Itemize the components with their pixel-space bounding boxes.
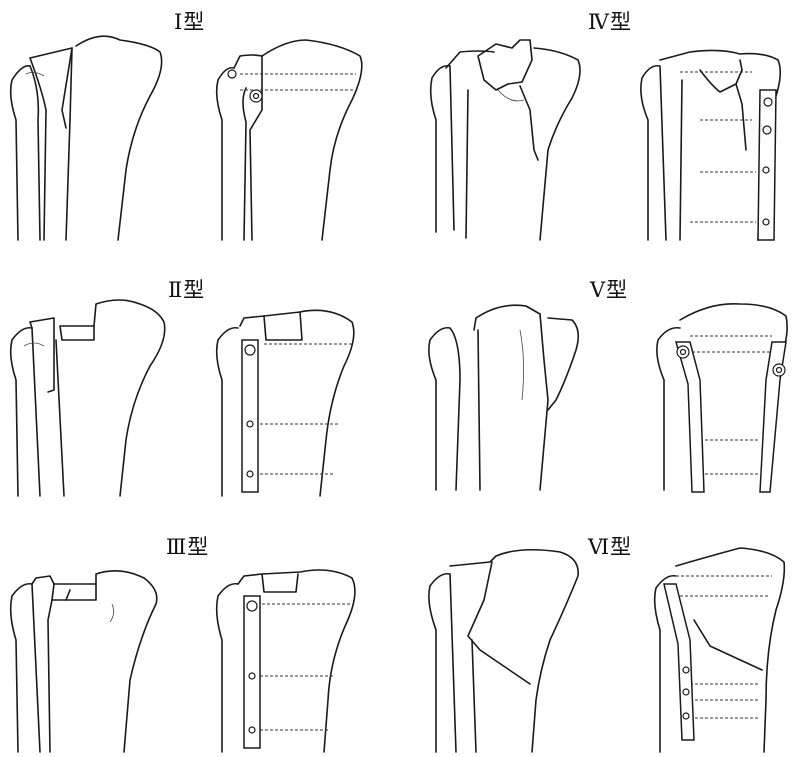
type-label-vi: Ⅵ型	[588, 535, 633, 559]
type-v-fracture-drawing	[428, 304, 580, 491]
type-iii-fracture-drawing	[9, 570, 158, 753]
type-label-ii: Ⅱ型	[168, 278, 206, 302]
type-ii-fixation-drawing	[215, 309, 355, 497]
type-label-iii: Ⅲ型	[166, 535, 210, 559]
type-iv-fixation-drawing	[640, 49, 782, 241]
type-vi-fracture-drawing	[428, 548, 579, 753]
type-i-fracture-drawing	[9, 35, 163, 241]
type-iv-fracture-drawing	[429, 39, 581, 241]
type-ii-fracture-drawing	[9, 299, 166, 497]
type-v-fixation-drawing	[656, 303, 788, 493]
type-iii-fixation-drawing	[215, 569, 356, 753]
type-label-i: Ⅰ型	[174, 10, 206, 34]
type-label-v: Ⅴ型	[590, 278, 629, 302]
type-vi-fixation-drawing	[653, 547, 786, 753]
type-label-iv: Ⅳ型	[588, 10, 632, 34]
type-i-fixation-drawing	[215, 39, 363, 241]
